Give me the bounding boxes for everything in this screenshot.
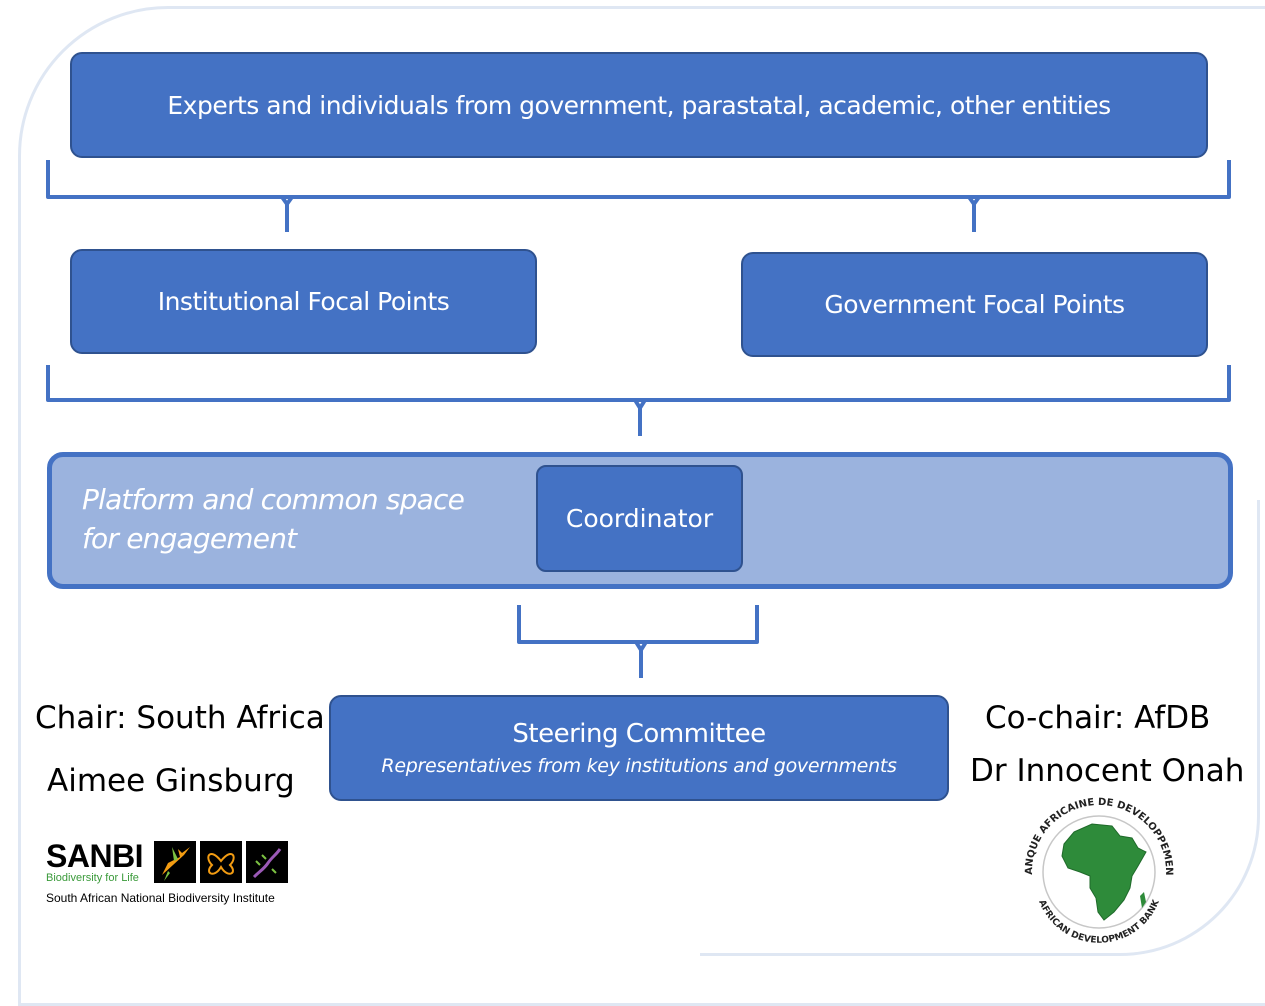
platform-label-line1: Platform and common space	[82, 483, 465, 516]
sanbi-tagline: Biodiversity for Life	[46, 872, 139, 884]
cochair-label: Co-chair: AfDB	[985, 700, 1211, 736]
bracket-lower	[517, 605, 759, 644]
bird-of-paradise-icon	[154, 841, 196, 883]
bracket-top-tick-left	[280, 195, 294, 232]
institutional-focal-points-box: Institutional Focal Points	[70, 249, 537, 354]
sanbi-fullname: South African National Biodiversity Inst…	[46, 891, 275, 905]
slide-frame-bottom-right	[700, 500, 1260, 956]
africa-map-icon	[1061, 823, 1147, 921]
experts-box: Experts and individuals from government,…	[70, 52, 1208, 158]
bracket-top-tick-right	[967, 195, 981, 232]
lizard-icon	[246, 841, 288, 883]
bracket-lower-tick	[634, 640, 648, 678]
butterfly-icon	[200, 841, 242, 883]
cochair-name: Dr Innocent Onah	[970, 753, 1245, 789]
platform-label: Platform and common space for engagement	[82, 480, 465, 558]
sanbi-wordmark: SANBI	[46, 838, 144, 874]
bracket-middle-tick	[633, 398, 647, 436]
government-focal-points-box: Government Focal Points	[741, 252, 1208, 357]
chair-name: Aimee Ginsburg	[47, 763, 295, 799]
chair-label: Chair: South Africa	[35, 700, 325, 736]
steering-committee-subtitle: Representatives from key institutions an…	[381, 755, 897, 777]
bracket-top	[46, 160, 1231, 199]
connector-brackets	[46, 160, 1231, 678]
steering-committee-title: Steering Committee	[512, 719, 766, 749]
platform-label-line2: for engagement	[82, 522, 297, 555]
steering-committee-box: Steering Committee Representatives from …	[329, 695, 949, 801]
coordinator-box: Coordinator	[536, 465, 743, 572]
bracket-middle	[46, 365, 1231, 402]
afdb-logo: BANQUE AFRICAINE DE DEVELOPPEMENT AFRICA…	[1010, 784, 1184, 957]
